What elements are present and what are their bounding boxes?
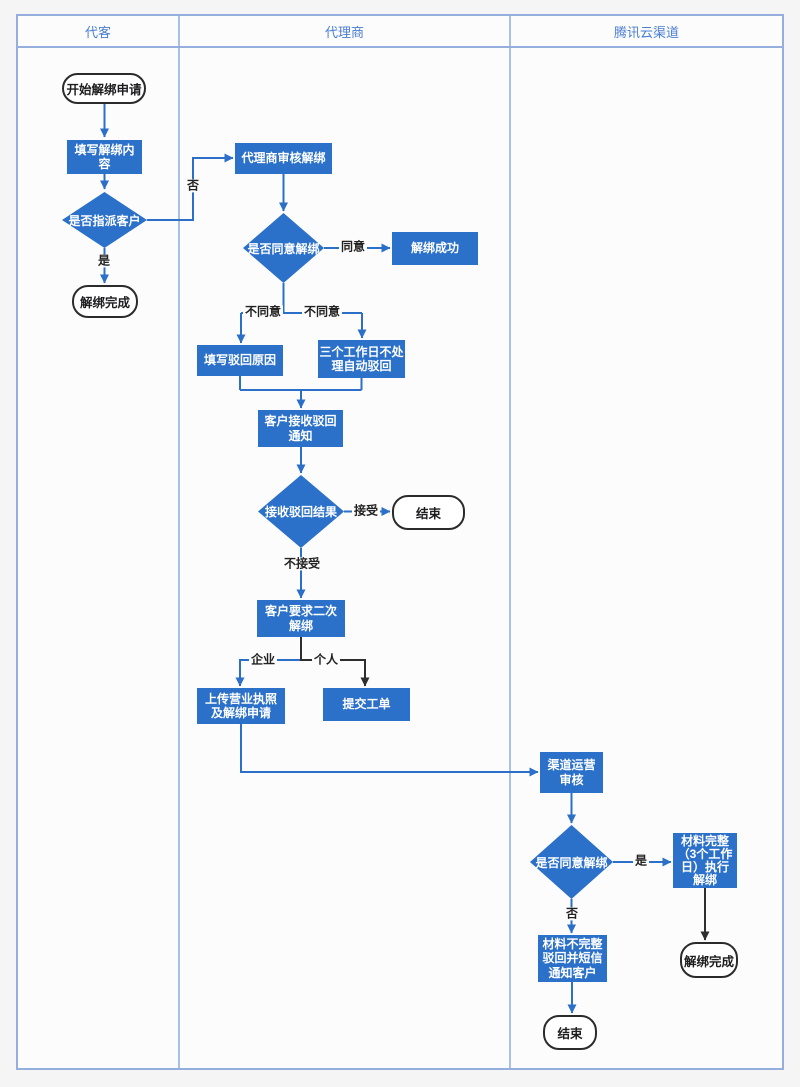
node-unbind-done-2: 解绑完成 bbox=[680, 942, 738, 978]
node-start: 开始解绑申请 bbox=[62, 73, 146, 104]
edge-label-enterprise: 企业 bbox=[248, 652, 278, 667]
node-fill-reject-reason: 填写驳回原因 bbox=[197, 345, 283, 376]
node-material-complete: 材料完整 （3个工作 日）执行 解绑 bbox=[673, 833, 737, 888]
lane-divider-2 bbox=[509, 16, 511, 1068]
node-auto-reject: 三个工作日不处 理自动驳回 bbox=[318, 340, 405, 378]
edge-label-personal: 个人 bbox=[311, 652, 341, 667]
node-decision-agree-unbind-1: 是否同意解绑 bbox=[243, 213, 324, 283]
lane-divider-1 bbox=[178, 16, 180, 1068]
edge-label-yes-1: 是 bbox=[95, 253, 113, 268]
lane-header-underline bbox=[16, 46, 784, 48]
node-second-unbind-request: 客户要求二次 解绑 bbox=[257, 600, 345, 637]
lane-header-tencent-channel: 腾讯云渠道 bbox=[613, 24, 679, 40]
node-channel-review: 渠道运营 审核 bbox=[540, 752, 603, 793]
node-end-1: 结束 bbox=[392, 495, 465, 530]
node-unbind-done-1: 解绑完成 bbox=[72, 285, 138, 318]
lane-header-customer: 代客 bbox=[84, 24, 111, 40]
node-receive-reject-notice: 客户接收驳回 通知 bbox=[258, 410, 343, 447]
node-decision-assign-customer: 是否指派客户 bbox=[62, 192, 147, 248]
node-material-incomplete: 材料不完整 驳回并短信 通知客户 bbox=[538, 935, 607, 982]
node-fill-unbind-content: 填写解绑内 容 bbox=[67, 140, 142, 174]
node-upload-license: 上传营业执照 及解绑申请 bbox=[197, 688, 285, 724]
edge-label-no-2: 否 bbox=[563, 906, 581, 921]
node-agent-review: 代理商审核解绑 bbox=[235, 143, 332, 174]
node-submit-ticket: 提交工单 bbox=[323, 688, 410, 721]
edge-label-not-accept: 不接受 bbox=[281, 556, 323, 571]
edge-label-accept: 接受 bbox=[351, 503, 381, 518]
edge-label-yes-2: 是 bbox=[632, 853, 650, 868]
node-decision-receive-reject-result: 接收驳回结果 bbox=[258, 475, 344, 548]
edge-label-no-1: 否 bbox=[184, 178, 202, 193]
swimlane-frame bbox=[16, 14, 784, 1070]
node-decision-agree-unbind-2: 是否同意解绑 bbox=[530, 825, 613, 899]
node-end-2: 结束 bbox=[543, 1015, 597, 1050]
lane-header-agent: 代理商 bbox=[324, 24, 364, 40]
edge-label-agree: 同意 bbox=[338, 239, 368, 254]
node-unbind-success: 解绑成功 bbox=[392, 232, 478, 265]
edge-label-disagree-right: 不同意 bbox=[301, 304, 343, 319]
edge-label-disagree-left: 不同意 bbox=[242, 304, 284, 319]
